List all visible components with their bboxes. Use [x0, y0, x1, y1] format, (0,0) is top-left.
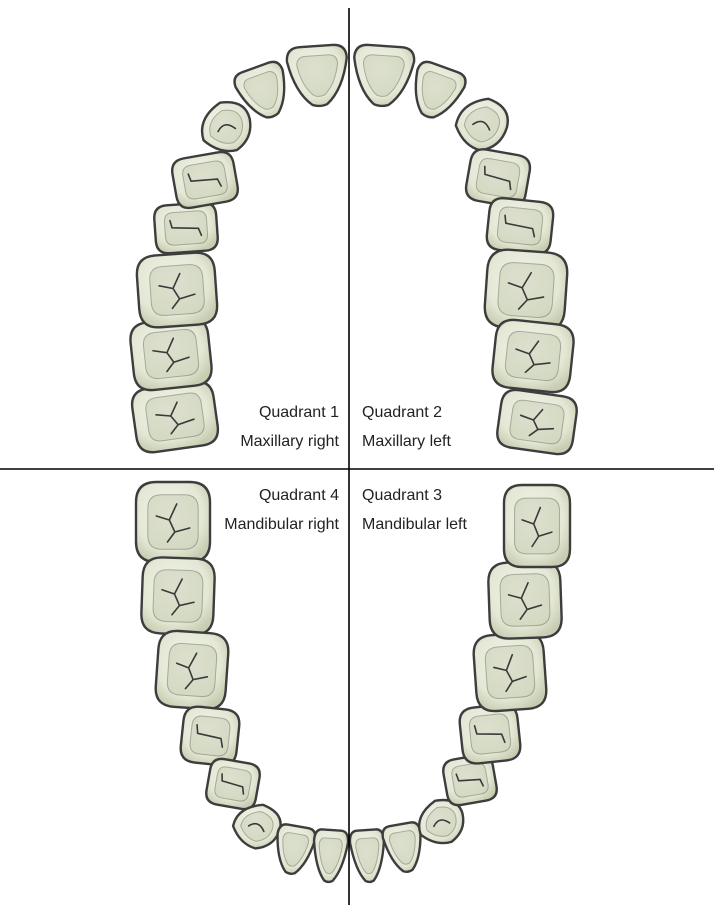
tooth-upper-q2-16: [495, 388, 578, 456]
quadrant-2-label: Quadrant 2 Maxillary left: [362, 404, 451, 450]
tooth-occlusal-surface: [144, 392, 205, 443]
tooth-upper-q1-3: [136, 251, 219, 328]
tooth-lower-q3-15: [488, 561, 563, 639]
tooth-upper-q1-8: [286, 44, 350, 108]
tooth-occlusal-surface: [515, 498, 560, 554]
tooth-upper-q1-5: [170, 150, 240, 210]
tooth-upper-q2-13: [485, 197, 554, 255]
dental-arches: [129, 44, 579, 883]
tooth-upper-q1-6: [196, 97, 257, 158]
tooth-upper-q2-9: [351, 44, 415, 108]
quadrant-4-subtitle: Mandibular right: [224, 516, 339, 533]
quadrant-1-label: Quadrant 1 Maxillary right: [240, 404, 339, 450]
quadrant-2-title: Quadrant 2: [362, 404, 442, 421]
tooth-occlusal-surface: [497, 262, 555, 319]
tooth-lower-q4-5: [204, 757, 261, 811]
quadrant-1-subtitle: Maxillary right: [240, 433, 339, 450]
tooth-occlusal-surface: [148, 495, 198, 549]
tooth-lower-q4-2: [141, 557, 216, 635]
tooth-upper-q2-15: [491, 318, 576, 394]
tooth-lower-q4-3: [154, 630, 229, 711]
quadrant-3-title: Quadrant 3: [362, 487, 442, 504]
tooth-occlusal-surface: [166, 643, 217, 698]
tooth-occlusal-surface: [153, 569, 204, 622]
quadrant-3-subtitle: Mandibular left: [362, 516, 468, 533]
tooth-upper-q1-1: [130, 380, 220, 455]
tooth-lower-q3-9: [349, 829, 387, 883]
tooth-lower-q4-4: [179, 705, 241, 767]
tooth-lower-q3-13: [458, 703, 522, 765]
quadrant-4-title: Quadrant 4: [259, 487, 339, 504]
quadrant-1-title: Quadrant 1: [259, 404, 339, 421]
tooth-lower-q4-1: [136, 482, 210, 562]
quadrant-2-subtitle: Maxillary left: [362, 433, 451, 450]
tooth-upper-q2-11: [451, 93, 512, 156]
tooth-occlusal-surface: [509, 399, 566, 445]
tooth-lower-q3-14: [472, 632, 547, 713]
tooth-occlusal-surface: [504, 330, 562, 382]
tooth-upper-q2-14: [483, 248, 568, 331]
tooth-occlusal-surface: [142, 328, 200, 380]
maxillary-arch: [129, 44, 579, 456]
tooth-occlusal-surface: [149, 264, 205, 317]
tooth-upper-q1-4: [153, 202, 218, 254]
tooth-lower-q4-7: [271, 823, 317, 877]
tooth-occlusal-surface: [500, 573, 551, 626]
quadrant-4-label: Quadrant 4 Mandibular right: [224, 487, 339, 533]
mandibular-arch: [136, 482, 570, 883]
tooth-occlusal-surface: [484, 645, 535, 700]
quadrant-3-label: Quadrant 3 Mandibular left: [362, 487, 468, 533]
tooth-lower-q3-16: [504, 485, 570, 567]
tooth-lower-q4-8: [311, 829, 349, 883]
